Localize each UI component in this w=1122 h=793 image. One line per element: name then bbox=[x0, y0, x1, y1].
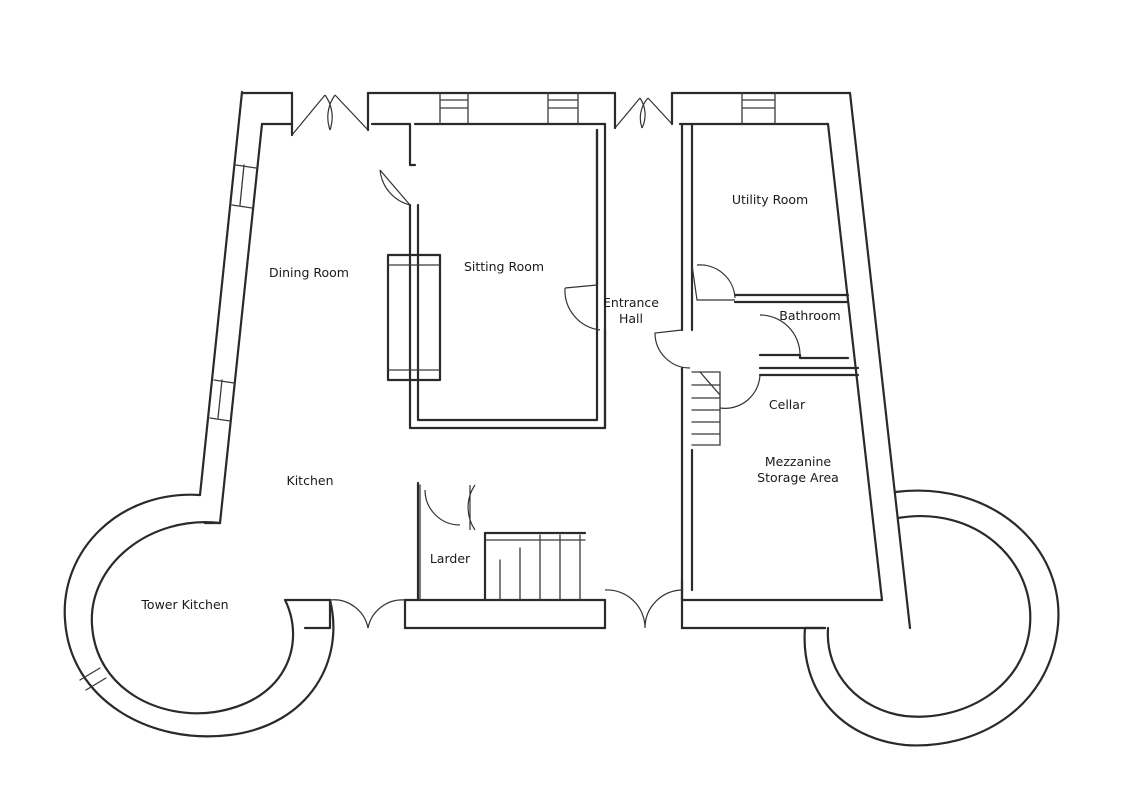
room-label-entrance-hall: Entrance Hall bbox=[602, 295, 660, 326]
stairs bbox=[499, 371, 721, 601]
room-label-dining-room: Dining Room bbox=[269, 265, 349, 280]
room-label-mezzanine: Mezzanine Storage Area bbox=[757, 454, 839, 485]
interior-walls bbox=[386, 122, 860, 602]
left-tower bbox=[63, 493, 335, 738]
windows bbox=[209, 92, 776, 422]
outer-walls bbox=[198, 90, 912, 630]
room-label-sitting-room: Sitting Room bbox=[463, 259, 545, 274]
room-label-utility-room: Utility Room bbox=[731, 192, 809, 207]
room-label-kitchen: Kitchen bbox=[286, 473, 334, 488]
doors bbox=[291, 94, 801, 629]
right-tower bbox=[803, 489, 1060, 747]
room-label-cellar: Cellar bbox=[768, 397, 806, 412]
room-label-bathroom: Bathroom bbox=[779, 308, 841, 323]
room-label-tower-kitchen: Tower Kitchen bbox=[141, 597, 229, 612]
room-label-larder: Larder bbox=[429, 551, 471, 566]
